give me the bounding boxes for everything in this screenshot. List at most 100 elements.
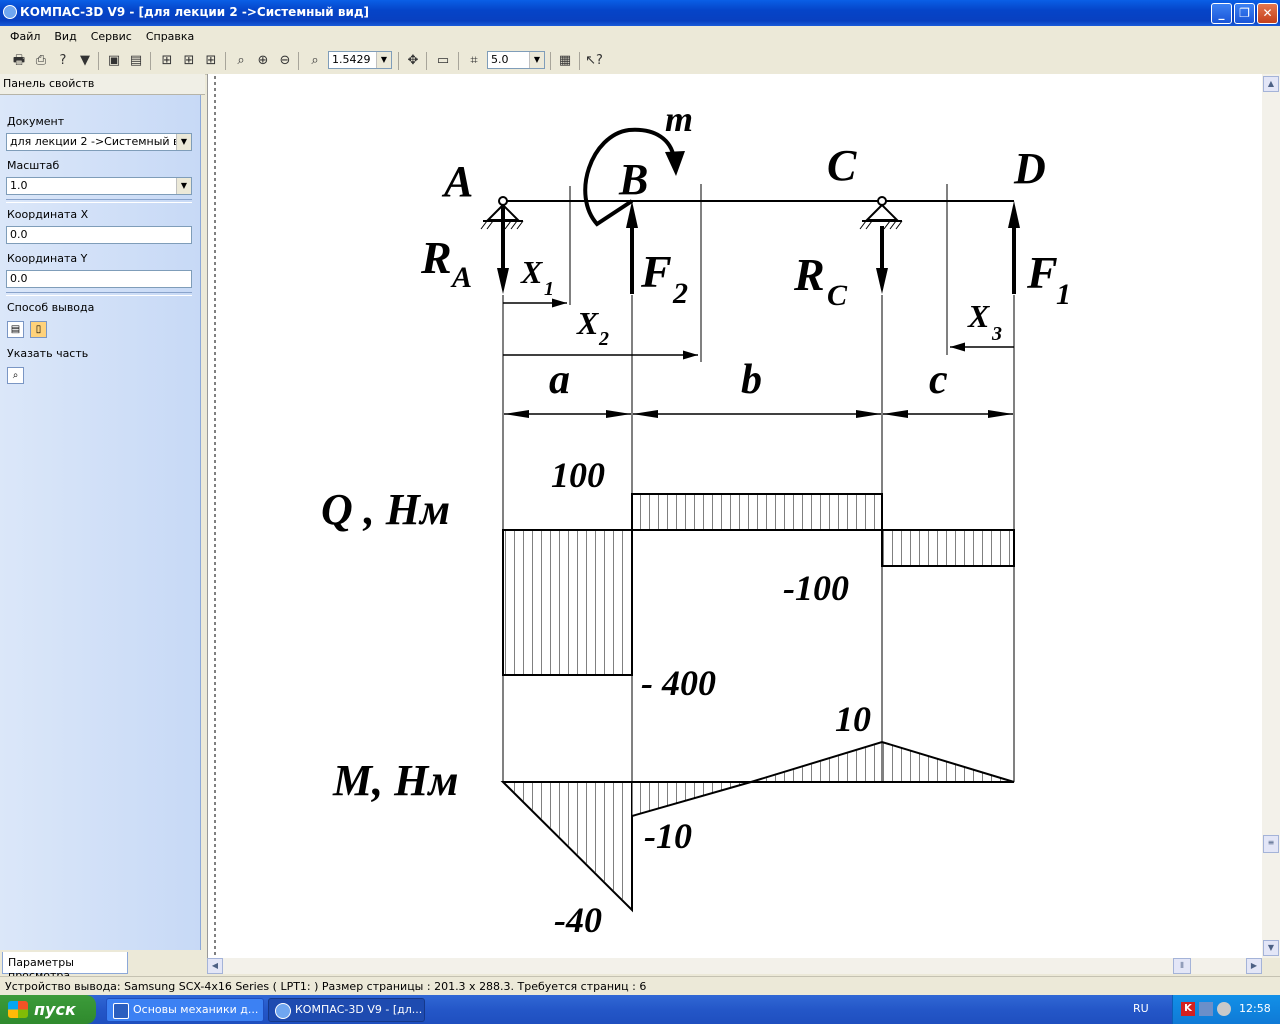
- maximize-button[interactable]: ❐: [1234, 3, 1255, 24]
- point-c-label: C: [827, 141, 857, 190]
- coord-y-label: Координата Y: [7, 252, 88, 265]
- sheets-gray-icon[interactable]: ▤: [129, 53, 143, 68]
- windows-logo-icon: [8, 1001, 28, 1018]
- horizontal-scrollbar[interactable]: ◀ ⦀ ▶: [207, 958, 1262, 974]
- network-icon[interactable]: [1199, 1002, 1213, 1016]
- zoom-value: 1.5429: [332, 53, 371, 66]
- output-page-icon[interactable]: ▯: [30, 321, 47, 338]
- x1-label: X: [520, 254, 543, 290]
- chevron-down-icon[interactable]: ▼: [376, 52, 391, 68]
- print-icon[interactable]: 🖶: [12, 53, 26, 68]
- output-mode-label: Способ вывода: [7, 301, 95, 314]
- scroll-up-icon[interactable]: ▲: [1263, 76, 1279, 92]
- rc-label: R: [793, 249, 825, 300]
- x3-subscript: 3: [991, 323, 1002, 345]
- zoom-in-icon[interactable]: ⊕: [257, 53, 269, 68]
- f1-label: F: [1026, 247, 1058, 298]
- zoom-icon[interactable]: ⌕: [237, 53, 245, 68]
- menu-file[interactable]: Файл: [10, 30, 41, 43]
- panel-header: Панель свойств: [0, 74, 205, 95]
- print-preview-icon[interactable]: ⎙: [35, 53, 47, 68]
- kompas-icon: [275, 1003, 291, 1019]
- ra-subscript: A: [450, 261, 472, 294]
- output-screen-icon[interactable]: ▤: [7, 321, 24, 338]
- document-value: для лекции 2 ->Системный вид: [10, 135, 192, 148]
- q-value-minus-400: - 400: [641, 663, 716, 703]
- m-value-minus-10: -10: [644, 816, 692, 856]
- antivirus-icon[interactable]: K: [1181, 1002, 1195, 1016]
- task-kompas[interactable]: КОМПАС-3D V9 - [дл...: [268, 998, 425, 1022]
- scale-label: Масштаб: [7, 159, 60, 172]
- beam-diagram: A B C D m R A F 2 R C F 1 X 1 X 2 X 3 a …: [214, 76, 1071, 956]
- minimize-button[interactable]: _: [1211, 3, 1232, 24]
- x3-label: X: [967, 298, 990, 334]
- q-diagram-title: Q , Нм: [321, 485, 450, 534]
- span-c-label: c: [929, 357, 948, 403]
- step-value: 5.0: [491, 53, 509, 66]
- coord-x-field[interactable]: 0.0: [6, 226, 192, 244]
- q-value-minus-100: -100: [783, 568, 849, 608]
- ra-label: R: [420, 232, 452, 283]
- close-button[interactable]: ✕: [1257, 3, 1278, 24]
- chevron-down-icon[interactable]: ▼: [176, 178, 191, 194]
- select-part-icon[interactable]: ⌕: [7, 367, 24, 384]
- step-icon[interactable]: ⌗: [470, 53, 478, 68]
- span-a-label: a: [549, 357, 570, 403]
- zoom-combo[interactable]: 1.5429 ▼: [328, 51, 392, 69]
- coord-x-label: Координата X: [7, 208, 89, 221]
- coord-y-field[interactable]: 0.0: [6, 270, 192, 288]
- f2-subscript: 2: [672, 277, 688, 310]
- zoom-out-icon[interactable]: ⊖: [279, 53, 291, 68]
- drawing-canvas[interactable]: A B C D m R A F 2 R C F 1 X 1 X 2 X 3 a …: [207, 74, 1263, 958]
- scroll-thumb[interactable]: ≡: [1263, 835, 1279, 853]
- status-bar: Устройство вывода: Samsung SCX-4x16 Seri…: [0, 976, 1280, 996]
- filter-icon[interactable]: ▼: [80, 53, 90, 68]
- x2-label: X: [576, 305, 599, 341]
- settings-icon[interactable]: ▦: [558, 53, 572, 68]
- safely-remove-icon[interactable]: [1217, 1002, 1231, 1016]
- start-button[interactable]: пуск: [0, 995, 96, 1024]
- grid-icon-2[interactable]: ⊞: [183, 53, 195, 68]
- h-scroll-thumb[interactable]: ⦀: [1173, 958, 1191, 974]
- scale-value: 1.0: [10, 179, 28, 192]
- point-d-label: D: [1013, 144, 1046, 193]
- pan-icon[interactable]: ✥: [407, 53, 419, 68]
- menu-bar: Файл Вид Сервис Справка: [0, 26, 1280, 48]
- m-diagram-title: M, Нм: [332, 756, 459, 805]
- chevron-down-icon[interactable]: ▼: [529, 52, 544, 68]
- point-a-label: A: [441, 157, 473, 206]
- moment-label: m: [665, 99, 693, 139]
- grid-icon-3[interactable]: ⊞: [205, 53, 217, 68]
- language-indicator[interactable]: RU: [1133, 1002, 1149, 1015]
- menu-service[interactable]: Сервис: [90, 30, 132, 43]
- menu-view[interactable]: Вид: [54, 30, 77, 43]
- start-label: пуск: [34, 1000, 76, 1019]
- x1-subscript: 1: [544, 278, 554, 300]
- select-part-label: Указать часть: [7, 347, 89, 360]
- zoom-scale-icon[interactable]: ⌕: [311, 53, 319, 68]
- task-word-doc[interactable]: Основы механики д...: [106, 998, 264, 1022]
- step-combo[interactable]: 5.0 ▼: [487, 51, 545, 69]
- context-help-icon[interactable]: ↖?: [585, 53, 603, 68]
- grid-icon-1[interactable]: ⊞: [161, 53, 173, 68]
- help-doc-icon[interactable]: ?: [59, 53, 67, 68]
- word-icon: [113, 1003, 129, 1019]
- chevron-down-icon[interactable]: ▼: [176, 134, 191, 150]
- panel-title: Панель свойств: [3, 77, 95, 90]
- page-icon[interactable]: ▭: [436, 53, 450, 68]
- tab-view-parameters[interactable]: Параметры просмотра: [2, 952, 128, 982]
- scroll-left-icon[interactable]: ◀: [207, 958, 223, 974]
- sheets-icon[interactable]: ▣: [107, 53, 121, 68]
- kompas-app-icon: [3, 5, 17, 19]
- status-text: Устройство вывода: Samsung SCX-4x16 Seri…: [5, 980, 647, 993]
- scroll-right-icon[interactable]: ▶: [1246, 958, 1262, 974]
- vertical-scrollbar[interactable]: ▲ ≡ ▼: [1262, 74, 1280, 958]
- window-title: КОМПАС-3D V9 - [для лекции 2 ->Системный…: [20, 5, 370, 19]
- q-value-100: 100: [551, 455, 605, 495]
- m-value-minus-40: -40: [554, 900, 602, 940]
- scale-select[interactable]: 1.0 ▼: [6, 177, 192, 195]
- scroll-down-icon[interactable]: ▼: [1263, 940, 1279, 956]
- toolbar: 🖶 ⎙ ? ▼ ▣ ▤ ⊞ ⊞ ⊞ ⌕ ⊕ ⊖ ⌕ 1.5429▼ ✥ ▭ ⌗ …: [0, 48, 1280, 75]
- document-select[interactable]: для лекции 2 ->Системный вид▼: [6, 133, 192, 151]
- menu-help[interactable]: Справка: [145, 30, 195, 43]
